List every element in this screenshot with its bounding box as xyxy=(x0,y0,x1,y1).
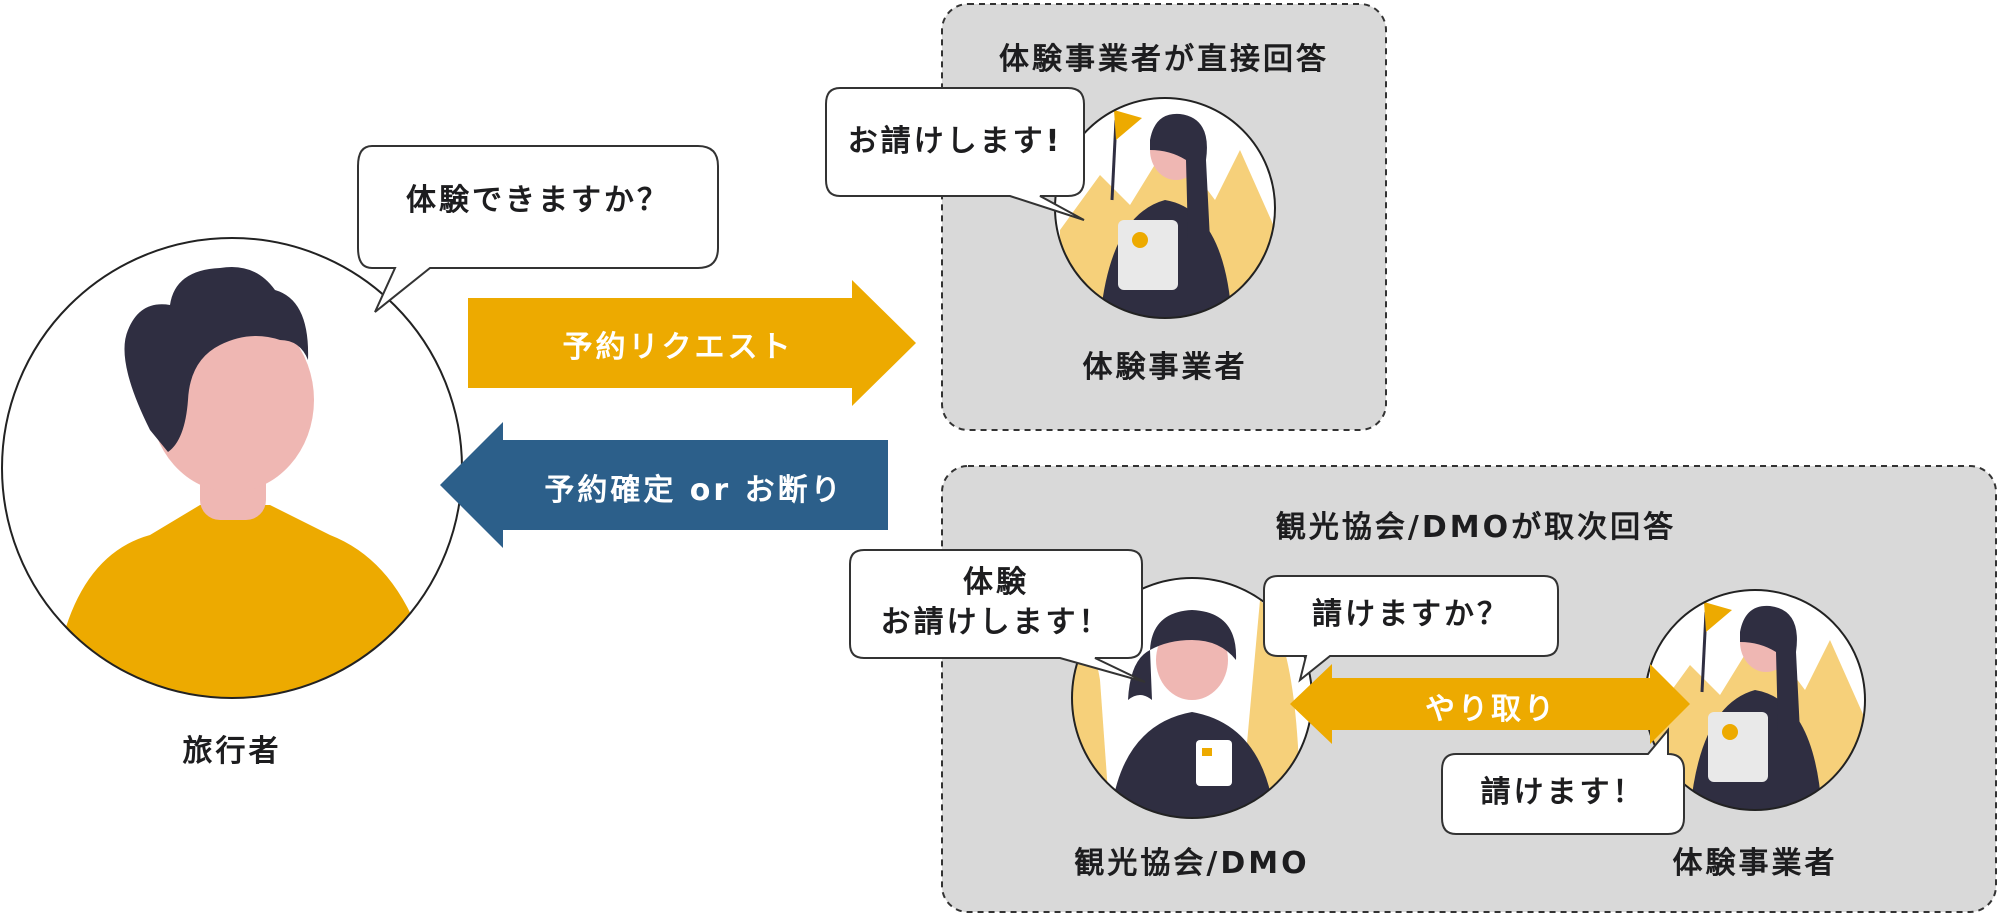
request-arrow xyxy=(468,280,916,406)
direct-operator-label: 体験事業者 xyxy=(1082,350,1248,385)
traveler-illustration xyxy=(1,237,463,699)
dmo-label: 観光協会/DMO xyxy=(1074,846,1310,881)
operator-reply-bubble xyxy=(1441,727,1685,835)
dmo-staff-illustration xyxy=(1071,577,1313,819)
dmo-box-title: 観光協会/DMOが取次回答 xyxy=(1275,510,1677,545)
response-arrow-label: 予約確定 or お断り xyxy=(544,473,844,508)
traveler-speech-bubble xyxy=(357,145,719,313)
direct-reply-bubble xyxy=(825,87,1085,221)
exchange-arrow xyxy=(1290,664,1690,744)
response-arrow xyxy=(440,422,888,548)
direct-operator-illustration xyxy=(1054,97,1276,319)
exchange-arrow-label: やり取り xyxy=(1425,692,1557,727)
dmo-reply-bubble xyxy=(849,549,1146,683)
request-arrow-label: 予約リクエスト xyxy=(562,330,794,365)
dmo-question-bubble xyxy=(1263,575,1559,683)
right-operator-label: 体験事業者 xyxy=(1672,846,1838,881)
operator-reply-text: 請けます！ xyxy=(1480,775,1646,810)
right-operator-illustration xyxy=(1644,589,1866,811)
direct-reply-text: お請けします! xyxy=(847,124,1063,159)
traveler-question: 体験できますか？ xyxy=(406,183,670,218)
direct-box-title: 体験事業者が直接回答 xyxy=(999,42,1329,77)
traveler-label: 旅行者 xyxy=(182,734,282,769)
dmo-reply-line2: お請けします！ xyxy=(880,605,1112,640)
dmo-reply-line1: 体験 xyxy=(963,565,1029,600)
dmo-question-text: 請けますか？ xyxy=(1312,597,1510,632)
